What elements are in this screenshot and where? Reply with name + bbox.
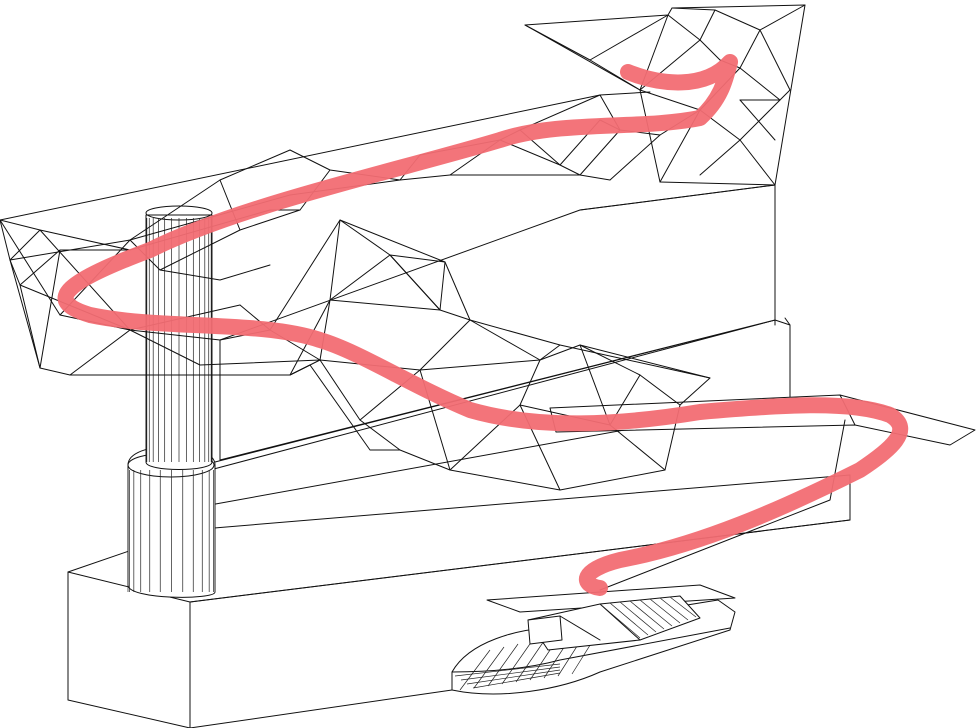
circulation-path [57, 54, 909, 596]
main-wall-block [209, 184, 791, 506]
spire-wireframe [524, 4, 806, 186]
cylinder-tower [127, 205, 216, 598]
base-plinth [67, 474, 851, 728]
boat [451, 595, 736, 695]
